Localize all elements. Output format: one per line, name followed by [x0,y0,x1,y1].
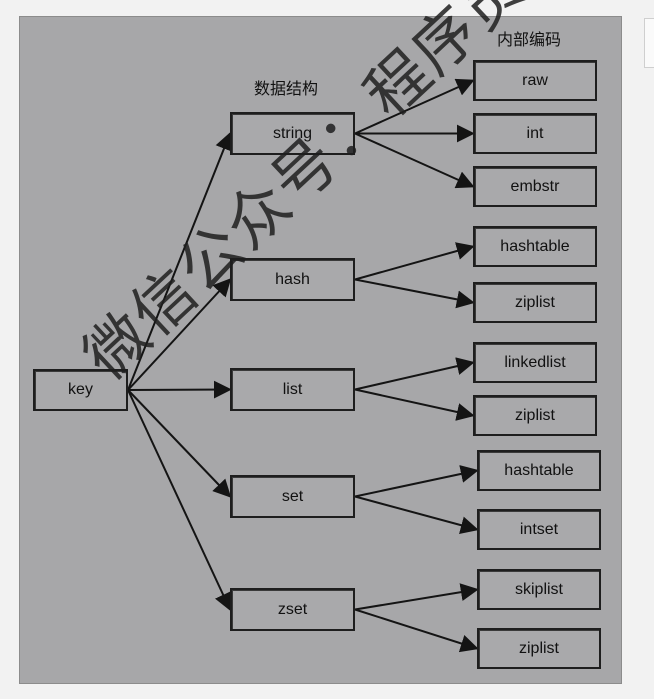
node-key: key [33,369,128,411]
node-list-ziplist: ziplist [473,395,597,436]
edge-hash-to-hash_ziplist [354,278,475,309]
node-zset-ziplist: ziplist [477,628,601,669]
node-set-hashtable: hashtable [477,450,601,491]
node-string: string [230,112,355,155]
edge-key-to-list [127,380,232,399]
edge-hash-to-hash_hashtable [354,242,475,281]
edge-key-to-set [127,389,232,498]
edge-list-to-list_linkedlist [354,357,475,391]
node-hash: hash [230,258,355,301]
edge-key-to-string [127,131,233,391]
node-embstr: embstr [473,166,597,207]
node-hash-ziplist: ziplist [473,282,597,323]
edge-set-to-set_intset [354,495,479,534]
node-skiplist: skiplist [477,569,601,610]
page-edge [644,18,654,68]
edge-string-to-string_raw [354,78,475,135]
node-intset: intset [477,509,601,550]
edge-zset-to-zset_ziplist [354,608,479,653]
node-linkedlist: linkedlist [473,342,597,383]
edge-set-to-set_hashtable [354,465,479,498]
structure-header: 数据结构 [254,79,319,98]
node-list: list [230,368,355,411]
edge-list-to-list_ziplist [354,388,475,421]
edge-key-to-zset [127,389,232,612]
edge-string-to-string_embstr [354,132,475,189]
node-int: int [473,113,597,154]
node-hash-hashtable: hashtable [473,226,597,267]
edge-key-to-hash [127,278,232,391]
node-set: set [230,475,355,518]
node-zset: zset [230,588,355,631]
edge-zset-to-zset_skiplist [354,583,479,611]
node-raw: raw [473,60,597,101]
encoding-header: 内部编码 [497,30,562,49]
